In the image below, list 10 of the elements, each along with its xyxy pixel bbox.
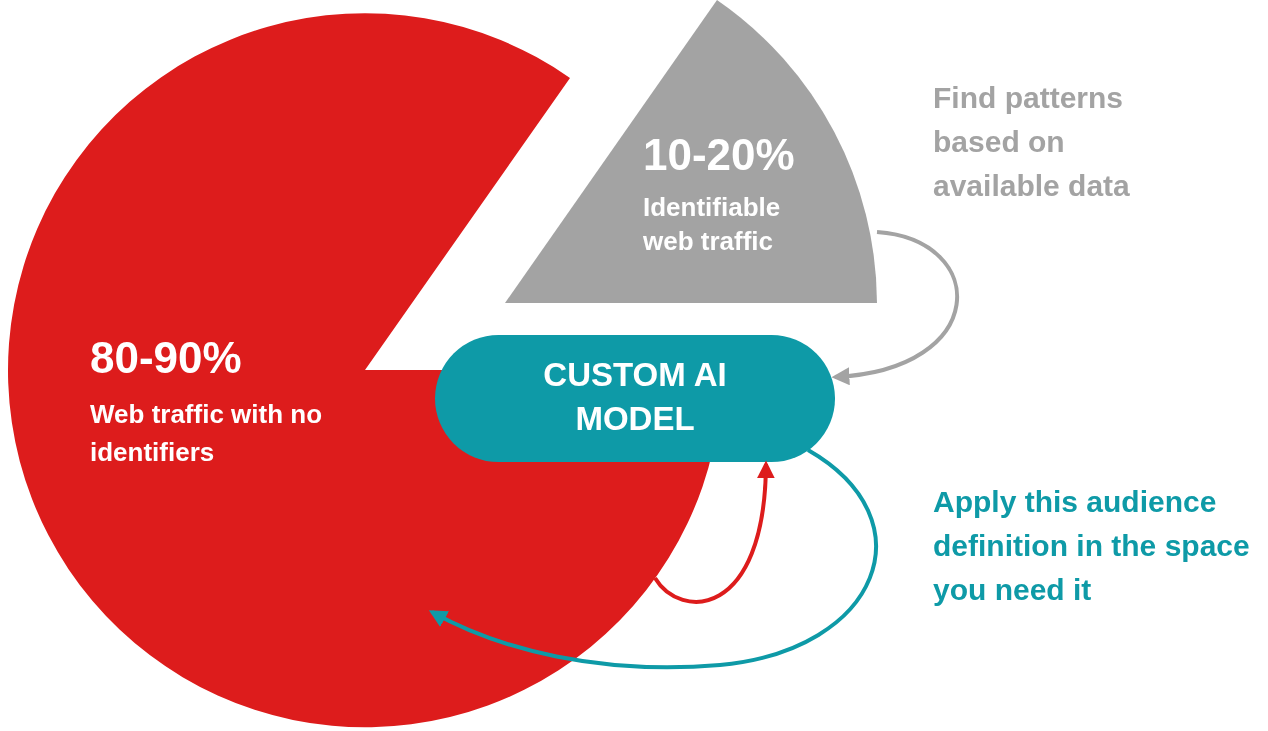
percentage-value: 80-90% <box>90 333 243 383</box>
arrow <box>653 460 775 604</box>
percentage-value: 10-20% <box>643 130 796 180</box>
annotation-text: Find patterns based on available data <box>933 80 1131 204</box>
slice-label: Web traffic with no identifiers <box>90 398 324 469</box>
arrow <box>428 448 878 670</box>
node-label: CUSTOM AI MODEL <box>542 355 728 439</box>
slice-label: Identifiable web traffic <box>643 191 782 258</box>
arrow <box>831 230 959 385</box>
annotation-text: Apply this audience definition in the space you need it <box>933 484 1251 608</box>
